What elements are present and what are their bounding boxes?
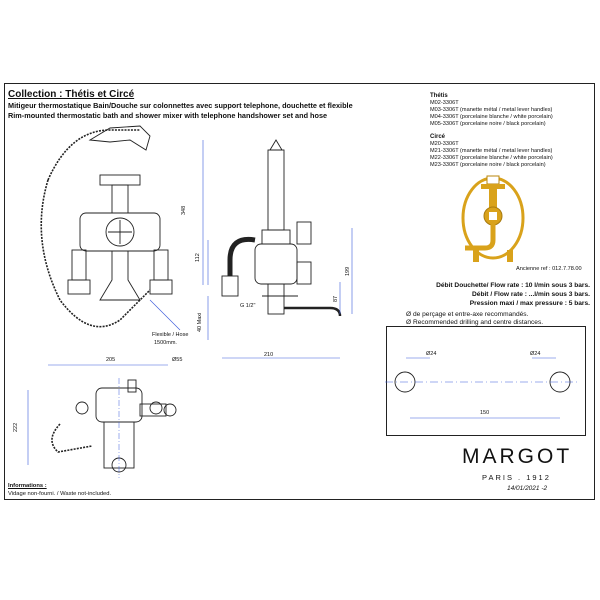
column-arm-side xyxy=(227,236,256,276)
left-column-base xyxy=(473,250,479,262)
thetis-ref: M02-3306T xyxy=(430,100,459,106)
dim-348: 348 xyxy=(181,205,187,215)
handle-top xyxy=(127,379,137,393)
handset-cradle xyxy=(481,184,505,189)
drawing-frame xyxy=(4,83,595,500)
spec-line: Débit / Flow rate : ...l/min sous 3 bars… xyxy=(472,291,590,298)
hose-top-view xyxy=(51,423,93,453)
circe-ref: M21-3306T (manette métal / metal lever h… xyxy=(430,148,553,154)
handset-end-top xyxy=(163,403,177,417)
cradle-side xyxy=(261,229,291,245)
left-column-top xyxy=(75,401,89,415)
left-leg-front xyxy=(71,249,87,281)
right-leg-front xyxy=(153,249,169,281)
dim-210: 210 xyxy=(264,352,274,358)
drilling-note-fr: Ø de perçage et entre-axe recommandés. xyxy=(406,311,529,318)
drill-dia-left: Ø24 xyxy=(426,351,437,357)
right-foot-front xyxy=(149,279,173,295)
handset-side xyxy=(267,149,285,231)
spout xyxy=(465,224,496,251)
old-reference: Ancienne ref : 012.7.78.00 xyxy=(516,266,582,272)
hose-top xyxy=(47,129,140,181)
circe-ref: M23-3306T (porcelaine noire / black porc… xyxy=(430,162,546,168)
circe-heading: Circé xyxy=(430,134,446,140)
circe-ref: M20-3306T xyxy=(430,141,459,147)
body-side xyxy=(254,243,298,285)
body-front xyxy=(79,212,161,252)
left-foot-front xyxy=(67,279,91,295)
drill-spacing: 150 xyxy=(480,410,490,416)
cross-front xyxy=(105,217,135,247)
informations-heading: Informations : xyxy=(8,483,47,489)
thetis-ref: M03-3306T (manette métal / metal lever h… xyxy=(430,107,553,113)
hose-length: 1500mm. xyxy=(154,340,177,346)
column xyxy=(489,189,497,209)
informations-text: Vidage non-fourni. / Waste not-included. xyxy=(8,491,112,497)
dim-thread: G 1/2" xyxy=(240,303,256,309)
spec-line: Débit Douchette/ Flow rate : 10 l/min so… xyxy=(436,282,590,289)
spec-line: Pression maxi / max pressure : 5 bars. xyxy=(469,300,590,307)
dim-55: Ø55 xyxy=(172,357,183,363)
dim-40-maxi: 40 Maxi xyxy=(197,312,203,332)
reference-list: Thétis M02-3306T M03-3306T (manette méta… xyxy=(430,93,553,169)
hose-leader xyxy=(149,299,181,331)
title-french: Mitigeur thermostatique Bain/Douche sur … xyxy=(8,101,353,110)
left-foot-side xyxy=(221,275,239,297)
hose-note: Flexible / Hose xyxy=(152,332,189,338)
drilling-note-en: Ø Recommended drilling and centre distan… xyxy=(406,319,544,326)
brand-tagline: PARIS . 1912 xyxy=(482,473,551,482)
spout-front xyxy=(99,251,141,301)
drilling-diagram-box xyxy=(386,326,586,436)
circe-ref: M22-3306T (porcelaine blanche / white po… xyxy=(430,155,553,161)
spout-side xyxy=(284,306,342,317)
dim-205: 205 xyxy=(106,357,116,363)
thetis-ref: M05-3306T (porcelaine noire / black porc… xyxy=(430,121,546,127)
thetis-heading: Thétis xyxy=(430,93,448,99)
hose-front xyxy=(40,179,151,328)
handset-top xyxy=(139,403,167,417)
dim-87: 87 xyxy=(333,295,339,302)
right-column-top xyxy=(149,401,163,415)
dim-112: 112 xyxy=(195,253,201,262)
right-column-base xyxy=(507,250,513,262)
cradle-front xyxy=(99,174,141,186)
title-english: Rim-mounted thermostatic bath and shower… xyxy=(8,111,328,120)
cross-handle xyxy=(489,212,497,220)
handle-side-low xyxy=(296,261,312,285)
collection-title: Collection : Thétis et Circé xyxy=(8,89,135,100)
dim-199: 199 xyxy=(345,266,351,276)
base-side xyxy=(267,283,285,315)
handset-front xyxy=(88,125,151,151)
thetis-ref: M04-3306T (porcelaine blanche / white po… xyxy=(430,114,553,120)
document-date: 14/01/2021 -2 xyxy=(507,485,548,492)
brand-logo: MARGOT xyxy=(462,445,573,468)
handle-side-top xyxy=(296,221,312,245)
drill-dia-right: Ø24 xyxy=(530,351,541,357)
product-photo xyxy=(461,175,525,262)
spec-block: Débit Douchette/ Flow rate : 10 l/min so… xyxy=(425,281,590,308)
column-front xyxy=(111,184,129,214)
drilling-note: Ø de perçage et entre-axe recommandés. Ø… xyxy=(406,311,543,327)
dim-222: 222 xyxy=(13,422,19,432)
handset-side-top xyxy=(269,139,283,151)
